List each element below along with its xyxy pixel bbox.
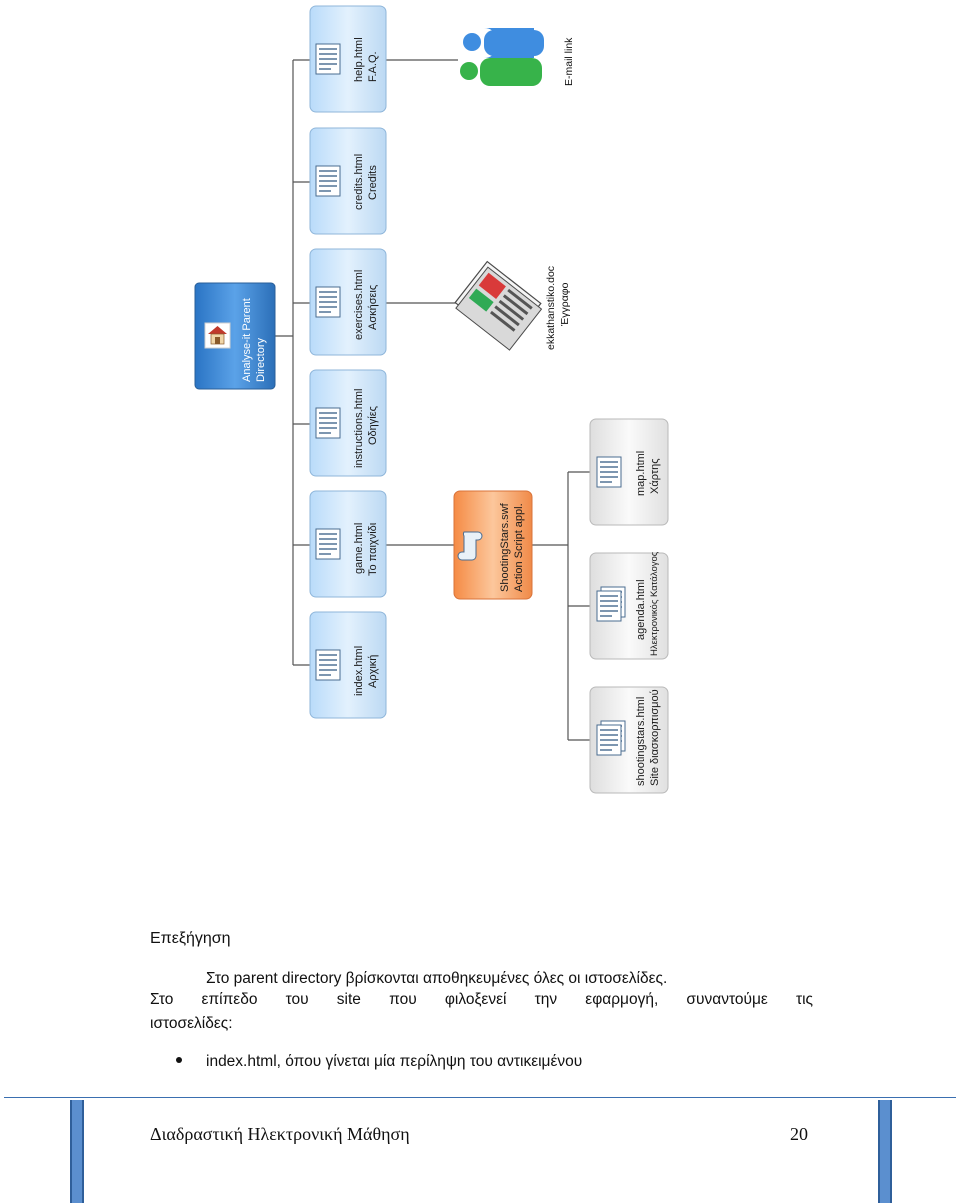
document-file: ekkathanstiko.doc	[545, 266, 557, 350]
root-node: Analyse-it Parent Directory	[194, 282, 276, 390]
newspaper-icon	[454, 260, 543, 351]
page-file: exercises.html	[353, 270, 365, 340]
page-file: help.html	[353, 37, 365, 82]
sub-node-shootingstars: shootingstars.html Site διασκορπισμού	[589, 686, 669, 794]
footer-divider	[4, 1097, 956, 1098]
root-label-line2: Directory	[255, 337, 267, 382]
site-map-diagram: Analyse-it Parent Directory help.html F.…	[194, 5, 669, 794]
page-node-credits: credits.html Credits	[309, 127, 387, 235]
sub-file: map.html	[635, 451, 647, 496]
footer-left-bar	[70, 1100, 84, 1203]
sub-label: Ηλεκτρονικός Κατάλογος	[649, 551, 660, 656]
page-node-exercises: exercises.html Ασκήσεις	[309, 248, 387, 356]
sub-label: Site διασκορπισμού	[649, 689, 661, 786]
page-label: Οδηγίες	[367, 406, 379, 445]
document-icon	[596, 724, 622, 756]
sub-node-agenda: agenda.html Ηλεκτρονικός Κατάλογος	[589, 551, 669, 660]
document-icon	[315, 43, 341, 75]
bullet-dot-icon	[176, 1056, 182, 1063]
sub-file: agenda.html	[635, 579, 647, 640]
document-icon	[596, 456, 622, 488]
page-label: Αρχική	[367, 655, 379, 688]
email-label: E-mail link	[563, 37, 575, 86]
sub-label: Χάρτης	[649, 458, 661, 494]
bullet-item: index.html, όπου γίνεται μία περίληψη το…	[176, 1053, 582, 1071]
page-file: instructions.html	[353, 389, 365, 468]
page-node-index: index.html Αρχική	[309, 611, 387, 719]
document-label: Έγγραφο	[559, 282, 571, 327]
scroll-icon	[457, 531, 483, 561]
section-heading: Επεξήγηση	[150, 930, 231, 947]
email-link: E-mail link	[460, 28, 575, 86]
paragraph-site-level: Στο επίπεδο του site που φιλοξενεί την ε…	[150, 991, 813, 1008]
paragraph-site-level-cont: ιστοσελίδες:	[150, 1015, 233, 1032]
page-node-game: game.html Το παιχνίδι	[309, 490, 387, 598]
users-icon	[460, 28, 544, 86]
app-label-line1: ShootingStars.swf	[499, 502, 511, 592]
document-icon	[315, 528, 341, 560]
document-icon	[315, 286, 341, 318]
bullet-text: index.html, όπου γίνεται μία περίληψη το…	[206, 1053, 583, 1070]
connector-lines	[235, 59, 590, 741]
root-label-line1: Analyse-it Parent	[241, 298, 253, 382]
document-icon	[315, 165, 341, 197]
page-label: Το παιχνίδι	[367, 522, 379, 576]
page-node-instructions: instructions.html Οδηγίες	[309, 369, 387, 477]
document-attachment: ekkathanstiko.doc Έγγραφο	[454, 260, 571, 351]
app-label-line2: Action Script appl.	[513, 503, 525, 592]
footer-title: Διαδραστική Ηλεκτρονική Μάθηση	[150, 1124, 410, 1144]
document-icon	[315, 407, 341, 439]
page-number: 20	[790, 1124, 808, 1144]
paragraph-parent-directory: Στο parent directory βρίσκονται αποθηκευ…	[206, 970, 668, 987]
footer-right-bar	[878, 1100, 892, 1203]
sub-file: shootingstars.html	[635, 697, 647, 786]
page-file: index.html	[353, 646, 365, 696]
document-icon	[315, 649, 341, 681]
app-node: ShootingStars.swf Action Script appl.	[453, 490, 533, 600]
document-icon	[596, 590, 622, 622]
page-label: Credits	[367, 165, 379, 200]
page-file: game.html	[353, 523, 365, 574]
page-label: Ασκήσεις	[367, 285, 379, 330]
sub-node-map: map.html Χάρτης	[589, 418, 669, 526]
page-file: credits.html	[353, 154, 365, 210]
home-icon	[204, 322, 231, 349]
page-label: F.A.Q.	[367, 51, 379, 82]
page-node-help: help.html F.A.Q.	[309, 5, 387, 113]
